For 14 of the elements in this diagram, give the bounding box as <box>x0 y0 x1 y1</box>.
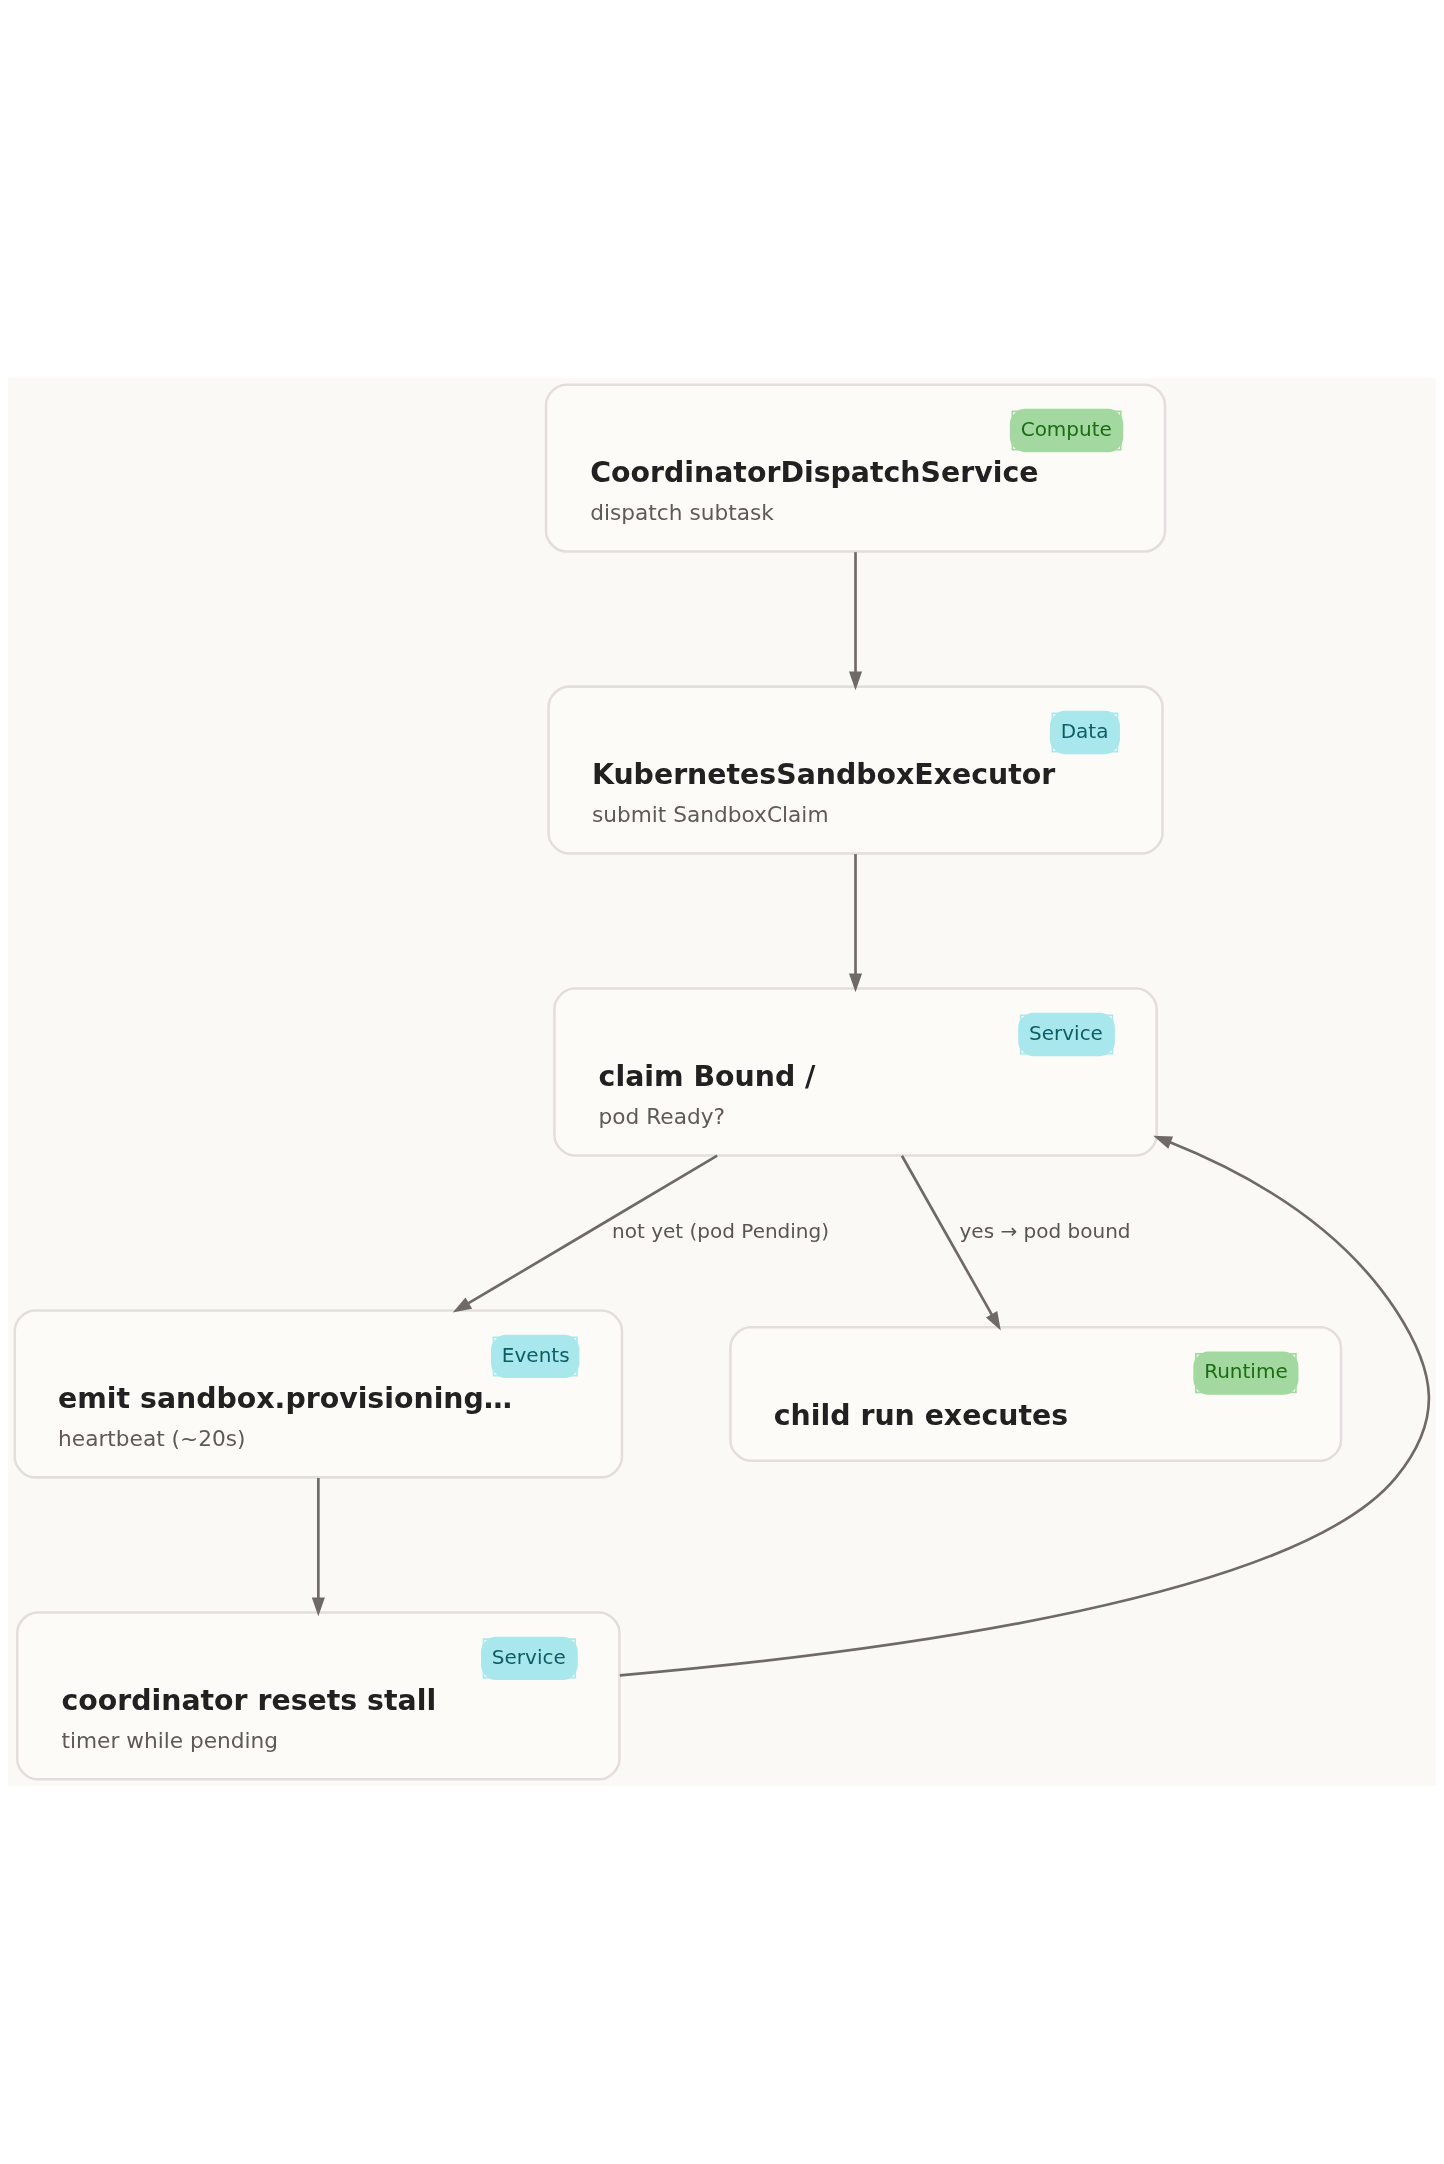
arrow <box>900 1155 1001 1331</box>
node-box: Data KubernetesSandboxExecutor submit SandboxClaim <box>547 685 1164 855</box>
arrow <box>452 1154 718 1313</box>
arrow <box>848 552 863 691</box>
arrow <box>619 1135 1431 1677</box>
arrow <box>311 1478 325 1617</box>
node-box: Service coordinator resets stall timer while pending <box>16 1611 621 1781</box>
node-box: Runtime child run executes <box>729 1326 1343 1462</box>
edge-label: not yet (pod Pending) <box>612 1219 830 1244</box>
node-box: Events emit sandbox.provisioning… heartbeat (~20s) <box>13 1309 624 1479</box>
node-box: Compute CoordinatorDispatchService dispatch subtask <box>544 383 1167 553</box>
edge-label: yes → pod bound <box>959 1219 1131 1244</box>
arrow <box>848 854 863 993</box>
node-box: Service claim Bound / pod Ready? <box>553 987 1158 1157</box>
